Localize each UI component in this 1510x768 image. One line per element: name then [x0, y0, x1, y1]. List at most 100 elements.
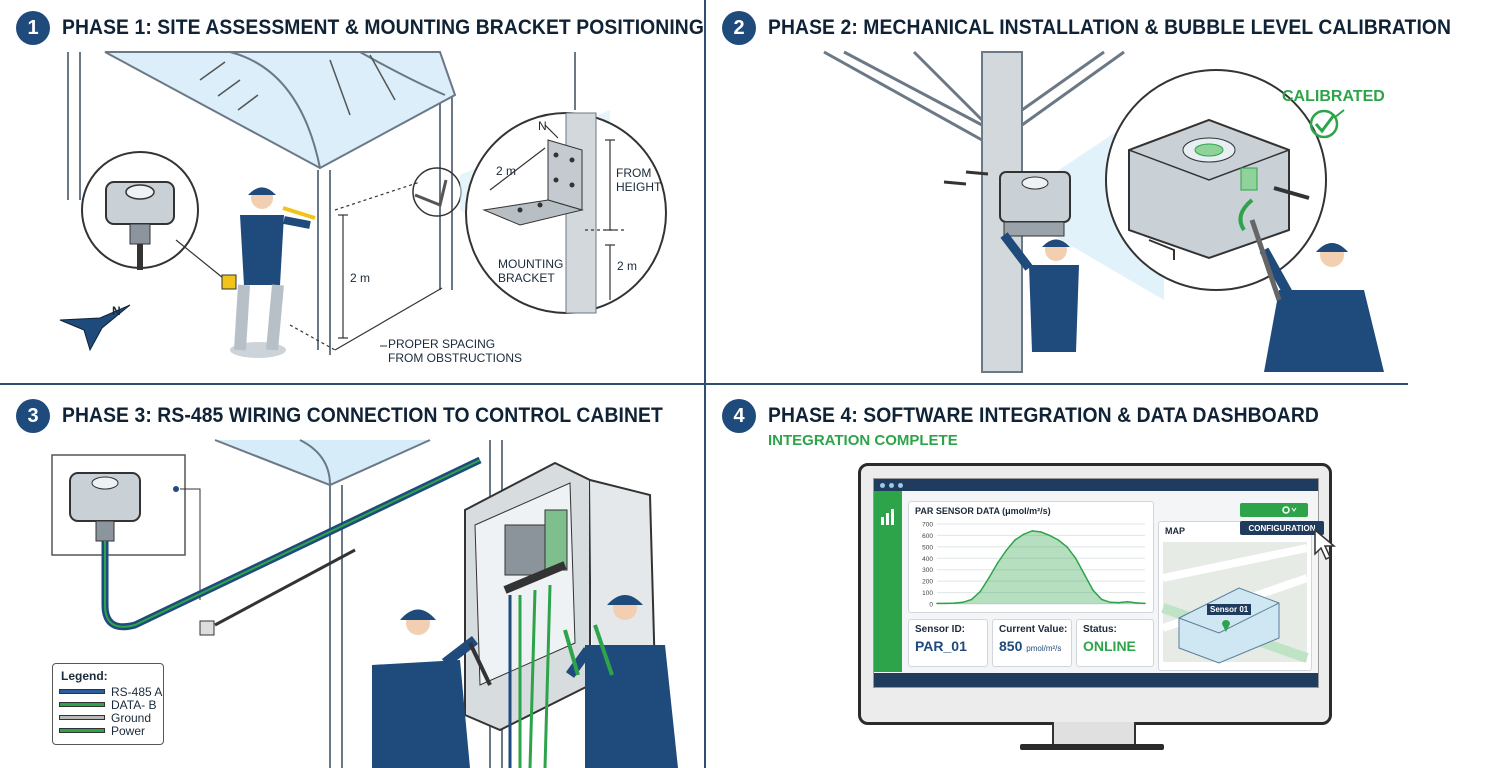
par-point	[1092, 589, 1094, 592]
legend-label-data-b: DATA- B	[111, 697, 157, 712]
current-value-unit: pmol/m²/s	[1026, 644, 1062, 653]
current-value-card: Current Value: 850 pmol/m²/s	[992, 619, 1072, 667]
y-tick-label: 400	[922, 556, 933, 563]
par-point	[1031, 530, 1034, 532]
phase-2-number: 2	[722, 11, 756, 45]
mounting-bracket-line-1: MOUNTING	[498, 257, 564, 271]
y-tick-label: 300	[922, 567, 933, 574]
par-point	[1074, 557, 1077, 560]
par-point	[936, 602, 938, 605]
legend-label-power: Power	[111, 723, 146, 738]
spacing-line-2: FROM OBSTRUCTIONS	[388, 351, 522, 365]
par-point	[1014, 539, 1016, 541]
par-point	[953, 602, 956, 604]
legend-row-ground: Ground	[59, 710, 163, 725]
par-point	[1022, 533, 1025, 536]
spacing-line-1: PROPER SPACING	[388, 337, 496, 351]
phase-3-illustration	[51, 439, 678, 768]
horizontal-divider	[0, 383, 1408, 385]
phase-4-title: PHASE 4: SOFTWARE INTEGRATION & DATA DAS…	[768, 404, 1319, 427]
par-point	[1057, 539, 1060, 541]
sensor-id-card: Sensor ID: PAR_01	[908, 619, 988, 667]
phase-2-title: PHASE 2: MECHANICAL INSTALLATION & BUBBL…	[768, 16, 1452, 39]
legend-swatch-data-b	[59, 702, 105, 707]
legend-label-ground: Ground	[111, 710, 152, 725]
par-point	[962, 601, 964, 604]
legend-label-rs485-a: RS-485 A	[111, 684, 163, 699]
par-point	[1135, 602, 1138, 604]
y-tick-label: 0	[929, 602, 933, 609]
map-title: MAP	[1165, 526, 1185, 536]
phase-1-number: 1	[16, 11, 50, 45]
phase-3-title: PHASE 3: RS-485 WIRING CONNECTION TO CON…	[62, 404, 663, 427]
legend-swatch-ground	[59, 715, 105, 720]
par-point	[988, 576, 990, 579]
phase-4-number: 4	[722, 399, 756, 433]
par-point	[1144, 602, 1146, 605]
map-marker-icon[interactable]	[1221, 618, 1231, 632]
y-tick-label: 200	[922, 579, 933, 586]
phase-1-header: 1 PHASE 1: SITE ASSESSMENT & MOUNTING BR…	[16, 11, 760, 45]
compass-north-label: N	[112, 304, 121, 318]
y-tick-label: 100	[922, 590, 933, 597]
spacing-label: PROPER SPACING FROM OBSTRUCTIONS	[388, 337, 522, 365]
gear-icon	[1282, 506, 1297, 514]
par-point	[979, 590, 982, 593]
par-point	[1048, 534, 1051, 537]
par-point	[1005, 549, 1008, 552]
window-titlebar	[874, 479, 1318, 491]
par-point	[944, 602, 947, 605]
legend-swatch-rs485-a	[59, 689, 105, 694]
status-label: Status:	[1083, 624, 1117, 635]
configuration-button[interactable]: CONFIGURATION	[1240, 521, 1324, 535]
north-label: N	[538, 119, 547, 133]
phase-1-illustration	[59, 51, 667, 358]
phase-4-header: 4 PHASE 4: SOFTWARE INTEGRATION & DATA D…	[722, 399, 1367, 433]
sensor-01-map-label[interactable]: Sensor 01	[1207, 604, 1252, 615]
par-point	[1109, 601, 1112, 604]
par-point	[1126, 600, 1129, 603]
current-value: 850	[999, 638, 1023, 654]
chart-title: PAR SENSOR DATA (μmol/m²/s)	[915, 506, 1051, 516]
dim-2m-vertical: 2 m	[350, 271, 371, 285]
dashboard-footer	[874, 673, 1318, 687]
dim-2m-below: 2 m	[617, 259, 638, 273]
mouse-cursor-icon	[1314, 528, 1337, 561]
status-card: Status: ONLINE	[1076, 619, 1154, 667]
dashboard-sidebar	[874, 491, 902, 672]
sensor-id-value: PAR_01	[915, 638, 967, 654]
legend-swatch-power	[59, 728, 105, 733]
legend-row-data-b: DATA- B	[59, 697, 163, 712]
par-point	[1118, 601, 1120, 604]
par-point	[1083, 573, 1086, 576]
wiring-legend: Legend: RS-485 A DATA- B Ground Power	[52, 663, 164, 745]
current-value-label: Current Value:	[999, 624, 1068, 635]
mounting-bracket-label: MOUNTING BRACKET	[498, 257, 563, 285]
y-tick-label: 700	[922, 522, 933, 529]
mounting-bracket-line-2: BRACKET	[498, 271, 555, 285]
legend-title: Legend:	[61, 669, 108, 683]
bar-chart-icon[interactable]	[874, 503, 902, 533]
settings-dropdown[interactable]	[1240, 503, 1308, 517]
dim-2m-bracket: 2 m	[496, 164, 517, 178]
status-value: ONLINE	[1083, 638, 1136, 654]
from-height-line-1: FROM	[616, 166, 652, 180]
par-point	[1040, 531, 1042, 533]
phase-1-title: PHASE 1: SITE ASSESSMENT & MOUNTING BRAC…	[62, 16, 704, 39]
phase-3-number: 3	[16, 399, 50, 433]
map-card: MAP Sensor 01	[1158, 521, 1312, 671]
map-view[interactable]	[1159, 538, 1311, 668]
par-point	[970, 598, 973, 601]
monitor-base	[1020, 744, 1164, 750]
legend-row-power: Power	[59, 723, 163, 738]
par-point	[996, 562, 999, 564]
from-height-line-2: HEIGHT	[616, 180, 662, 194]
legend-row-rs485-a: RS-485 A	[59, 684, 163, 699]
par-point	[1100, 598, 1103, 601]
calibrated-label: CALIBRATED	[1282, 88, 1385, 105]
y-tick-label: 500	[922, 544, 933, 551]
